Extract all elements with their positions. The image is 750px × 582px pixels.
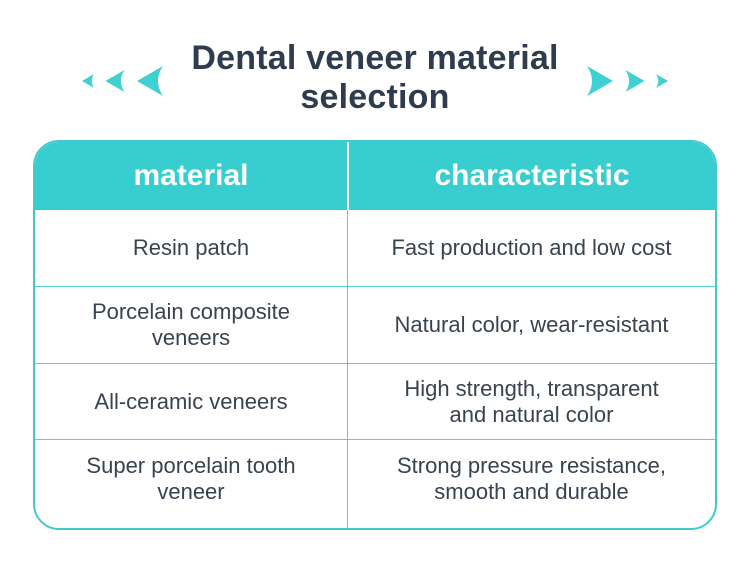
header-cell-characteristic: characteristic [347, 142, 715, 210]
header-cell-material: material [133, 159, 249, 192]
table-row: Porcelain composite veneers Natural colo… [35, 286, 715, 363]
title-area: Dental veneer material selection [0, 30, 750, 125]
cell-characteristic: High strength, transparent and natural c… [347, 364, 715, 439]
cell-material: Super porcelain tooth veneer [86, 452, 296, 504]
triple-arrow-left-icon [81, 65, 165, 96]
page-title: Dental veneer material selection [191, 38, 559, 116]
arrow-right-large-icon [586, 65, 613, 96]
table-row: Super porcelain tooth veneer Strong pres… [35, 439, 715, 528]
arrow-right-medium-icon [625, 69, 645, 92]
table-header-row: material characteristic [35, 142, 715, 210]
cell-characteristic: Fast production and low cost [347, 210, 715, 286]
table-row: Resin patch Fast production and low cost [35, 210, 715, 286]
arrow-left-medium-icon [105, 69, 125, 92]
table-row: All-ceramic veneers High strength, trans… [35, 363, 715, 439]
cell-material: All-ceramic veneers [94, 388, 288, 414]
triple-arrow-right-icon [585, 65, 669, 96]
arrow-left-small-icon [82, 73, 95, 88]
cell-material: Resin patch [132, 235, 250, 260]
cell-characteristic: Natural color, wear-resistant [347, 287, 715, 363]
cell-characteristic: Strong pressure resistance, smooth and d… [347, 440, 715, 528]
arrow-right-small-icon [655, 73, 668, 88]
material-table: material characteristic Resin patch Fast… [33, 140, 717, 530]
arrow-left-large-icon [137, 65, 164, 96]
cell-material: Porcelain composite veneers [91, 299, 291, 350]
